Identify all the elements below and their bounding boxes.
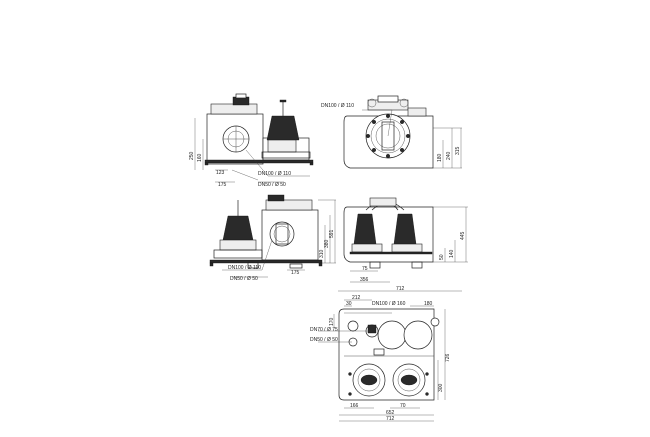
dim-175: 175 <box>218 182 227 188</box>
dim-300: 300 <box>438 383 444 392</box>
dim-140: 140 <box>449 249 455 258</box>
dim-175: 175 <box>291 270 300 276</box>
pipe-label-top: DN100 / Ø 110 <box>258 171 291 177</box>
dim-240: 240 <box>446 151 452 160</box>
side-view-right: DN100 / Ø 110 180 240 315 <box>321 95 462 169</box>
pipe-label-mid: DN70 / Ø 75 <box>310 327 338 333</box>
dim-170: 170 <box>329 317 335 326</box>
dim-356: 356 <box>360 277 369 283</box>
dim-726: 726 <box>445 353 451 362</box>
dim-212: 212 <box>352 295 361 301</box>
pipe-label: DN100 / Ø 110 <box>321 103 354 109</box>
dim-123: 123 <box>216 170 225 176</box>
front-view-right: 50 140 445 75 356 712 <box>338 197 468 292</box>
dim-166: 166 <box>350 403 359 409</box>
dim-180: 180 <box>437 153 443 162</box>
dim-70: 70 <box>400 403 406 409</box>
dim-380: 380 <box>324 239 330 248</box>
front-view-left: DN100 / Ø 110 DN50 / Ø 50 310 380 591 17… <box>209 194 336 282</box>
dim-180: 180 <box>424 301 433 307</box>
pipe-label-top: DN100 / Ø 160 <box>372 301 406 307</box>
dim-75: 75 <box>362 266 368 272</box>
pipe-label-bottom: DN50 / Ø 50 <box>258 182 286 188</box>
pipe-label-top: DN100 / Ø 110 <box>228 265 261 271</box>
pipe-label-bottom: DN50 / Ø 50 <box>230 276 258 282</box>
side-view-left: 250 160 123 175 DN100 / Ø 110 DN50 / Ø 5… <box>189 93 314 188</box>
dim-50: 50 <box>439 254 445 260</box>
dim-315: 315 <box>455 146 461 155</box>
pipe-label-bottom: DN50 / Ø 50 <box>310 337 338 343</box>
dim-250: 250 <box>189 151 195 160</box>
dim-30: 30 <box>346 301 352 307</box>
dim-445: 445 <box>460 231 466 240</box>
dim-591: 591 <box>329 229 335 238</box>
dim-160: 160 <box>197 153 203 162</box>
top-view: 212 30 180 DN100 / Ø 160 DN70 / Ø 75 DN5… <box>310 295 451 422</box>
dim-712: 712 <box>386 416 395 422</box>
dim-652: 652 <box>386 410 395 416</box>
dim-310: 310 <box>319 249 325 258</box>
dim-712: 712 <box>396 286 405 292</box>
